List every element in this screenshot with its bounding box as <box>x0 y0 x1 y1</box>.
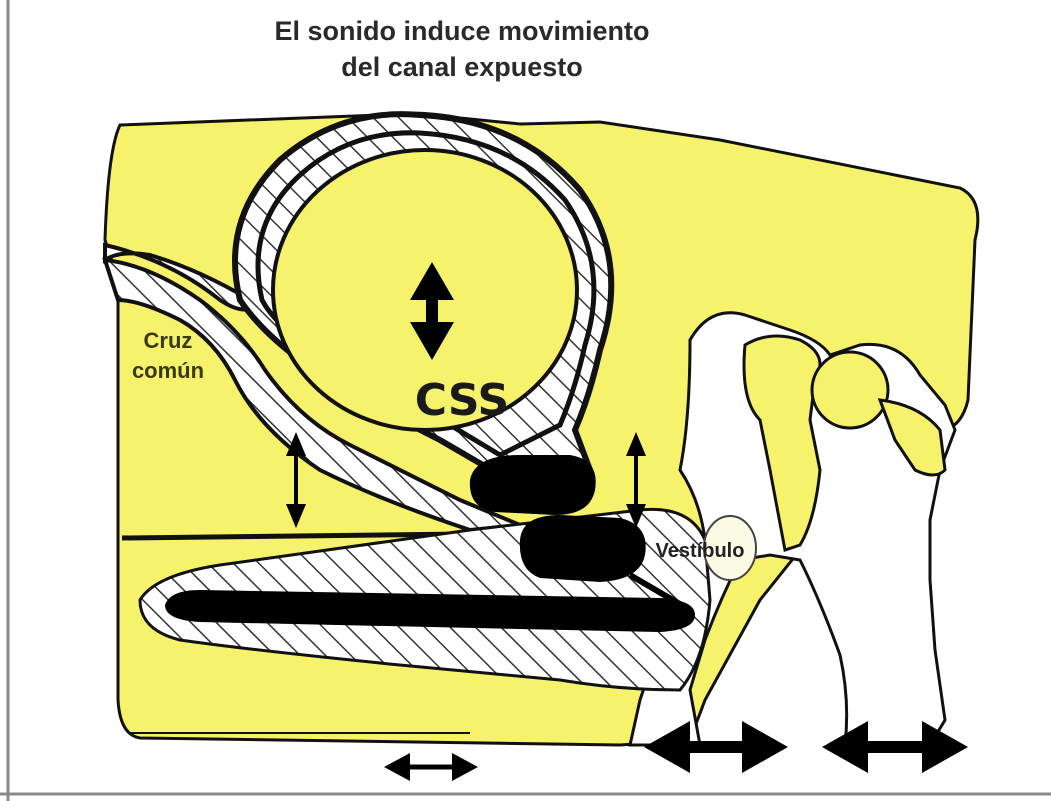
arrow-horizontal-small <box>384 753 478 781</box>
title-line-2: del canal expuesto <box>341 52 583 82</box>
ossicle-malleus-head <box>812 352 888 428</box>
ampulla-lower <box>520 515 646 582</box>
title-line-1: El sonido induce movimiento <box>274 16 649 46</box>
label-css: CSS <box>415 375 510 426</box>
ampulla-upper <box>470 455 596 515</box>
label-common-crus-1: Cruz <box>144 328 193 353</box>
label-vestibule: Vestíbulo <box>656 540 745 562</box>
label-common-crus-2: común <box>132 358 204 383</box>
